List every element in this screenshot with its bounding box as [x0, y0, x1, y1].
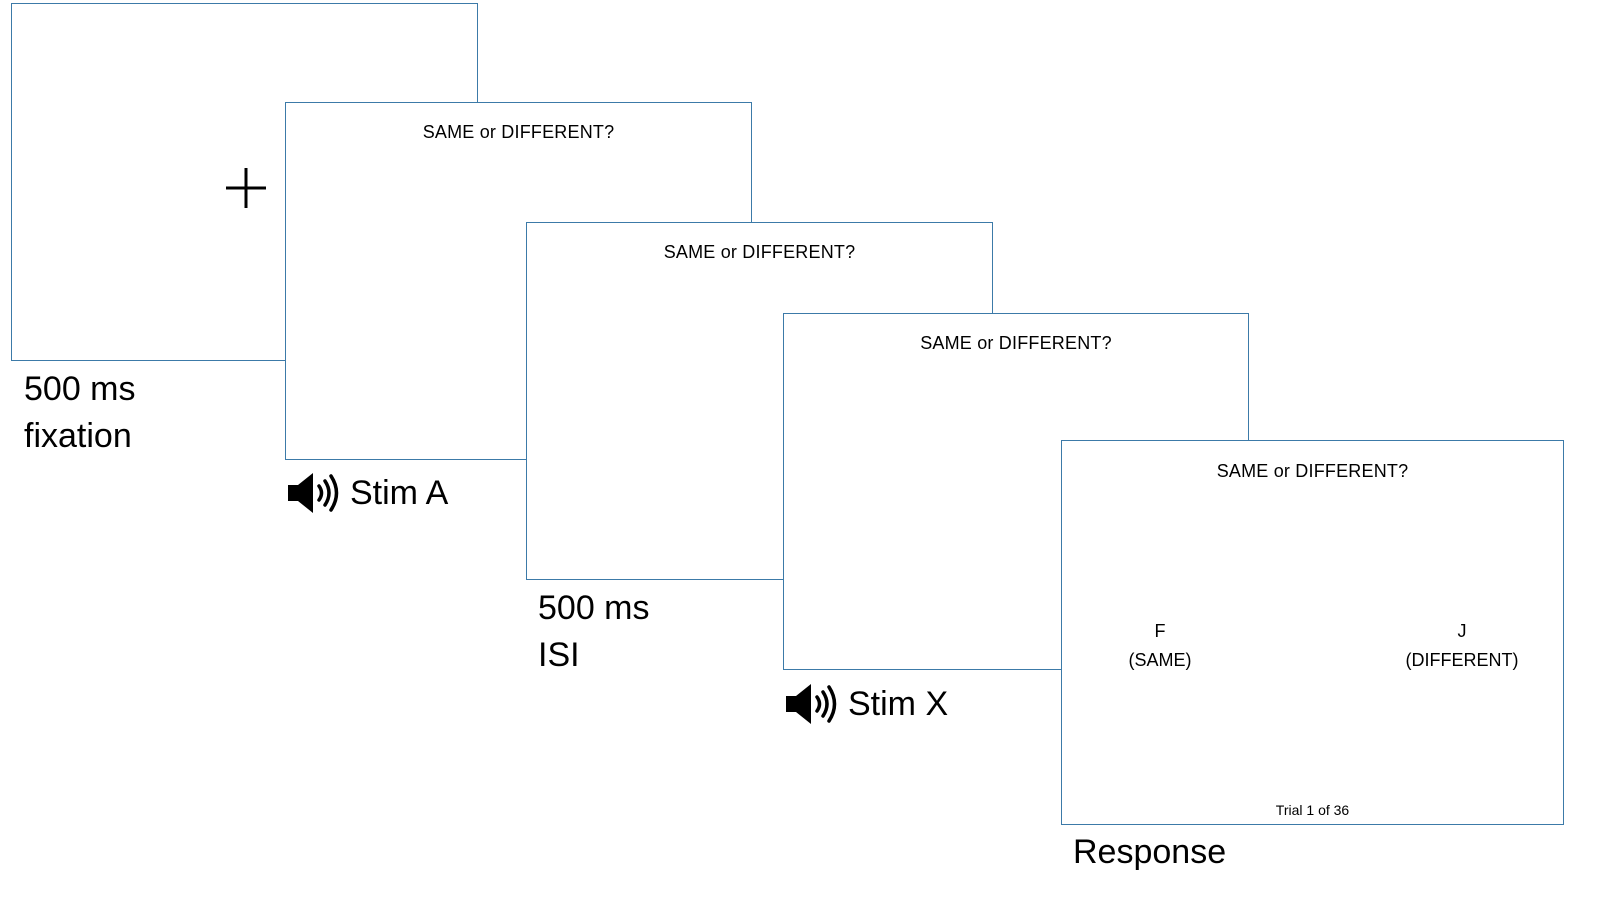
stim-x-caption: Stim X — [784, 681, 948, 727]
stim-a-caption: Stim A — [286, 470, 448, 516]
response-caption: Response — [1073, 833, 1227, 871]
same-key-label: (SAME) — [1128, 650, 1192, 670]
stim-x-label: Stim X — [848, 684, 949, 723]
stim-x-prompt: SAME or DIFFERENT? — [920, 333, 1112, 353]
trial-counter: Trial 1 of 36 — [1275, 802, 1350, 818]
fixation-cross-icon — [226, 168, 266, 208]
same-key-letter: F — [1154, 621, 1166, 641]
different-key-label: (DIFFERENT) — [1405, 650, 1519, 670]
different-key-block: J (DIFFERENT) — [1382, 617, 1542, 675]
response-prompt: SAME or DIFFERENT? — [1216, 461, 1409, 481]
isi-caption-duration: 500 ms — [538, 589, 650, 627]
speaker-icon — [288, 473, 339, 513]
stim-a-prompt: SAME or DIFFERENT? — [422, 122, 615, 142]
same-key-block: F (SAME) — [1080, 617, 1240, 675]
isi-prompt: SAME or DIFFERENT? — [663, 242, 856, 262]
different-key-letter: J — [1457, 621, 1467, 641]
isi-caption-label: ISI — [538, 636, 580, 674]
speaker-icon — [786, 684, 837, 724]
fixation-caption-duration: 500 ms — [24, 370, 136, 408]
isi-caption: 500 ms ISI — [538, 585, 650, 679]
fixation-caption-label: fixation — [24, 417, 132, 455]
fixation-caption: 500 ms fixation — [24, 366, 136, 460]
response-screen: SAME or DIFFERENT? F (SAME) J (DIFFERENT… — [1061, 440, 1564, 825]
stim-a-label: Stim A — [350, 473, 449, 512]
